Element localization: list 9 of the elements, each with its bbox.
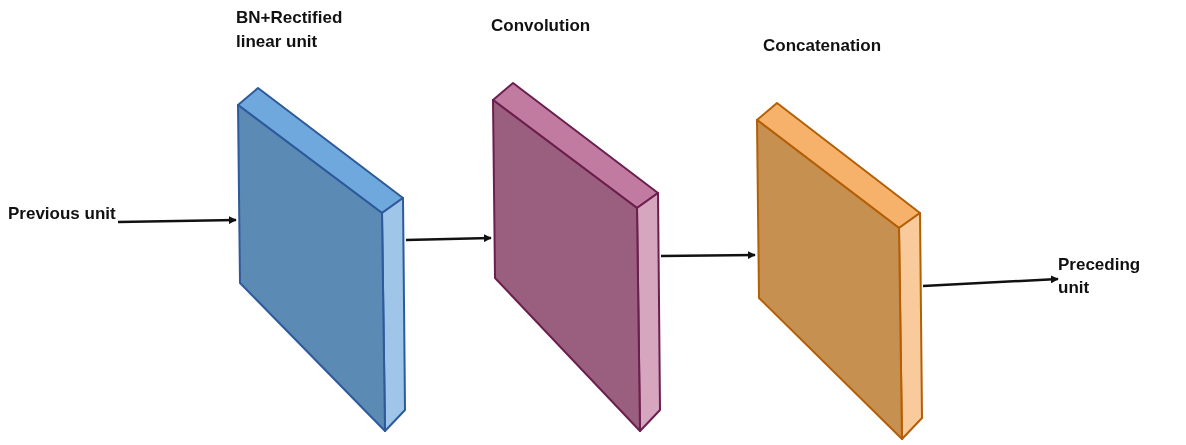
arrow <box>661 251 756 260</box>
arrow <box>405 234 492 243</box>
layer-title: Convolution <box>491 15 592 37</box>
arrow <box>117 216 237 225</box>
arrow <box>922 275 1059 288</box>
layer-title: Concatenation <box>763 35 883 57</box>
layer-title: BN+Rectified linear unit <box>236 7 344 53</box>
unit-label: Preceding unit <box>1058 254 1168 300</box>
unit-label: Previous unit <box>8 203 118 226</box>
